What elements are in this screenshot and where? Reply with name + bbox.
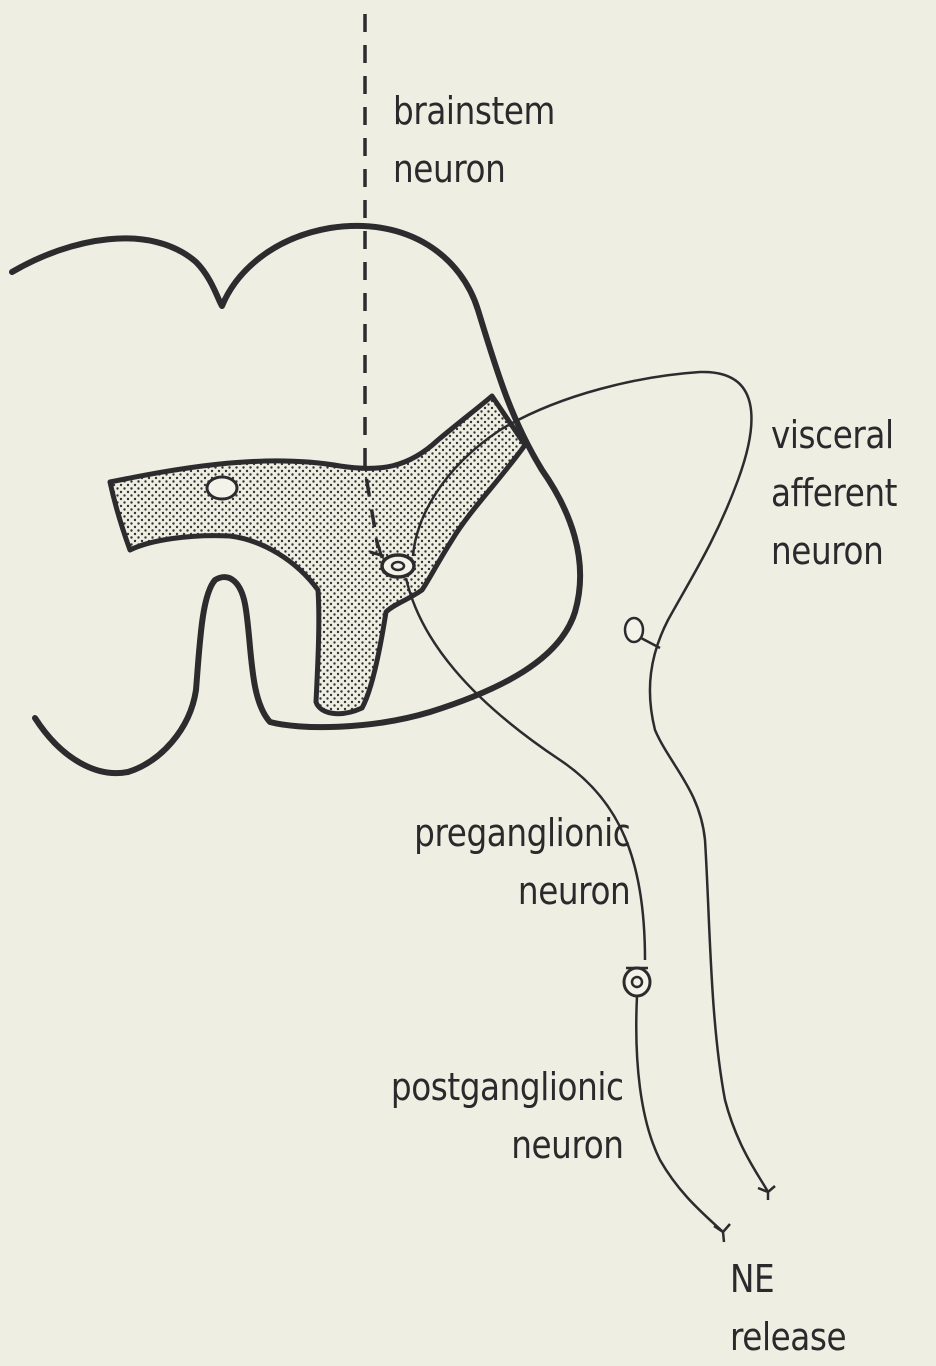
- visceral-afferent-cell-body: [625, 618, 643, 642]
- label-line: NE: [730, 1250, 846, 1308]
- preganglionic-cell-body: [382, 555, 414, 577]
- postganglionic-fiber: [636, 996, 723, 1232]
- label-line: afferent: [771, 464, 897, 522]
- label-line: postganglionic: [391, 1058, 624, 1116]
- ne-release-label: NE release: [730, 1250, 846, 1366]
- label-line: visceral: [771, 406, 897, 464]
- label-line: neuron: [393, 140, 555, 198]
- label-line: neuron: [414, 862, 630, 920]
- label-line: brainstem: [393, 82, 555, 140]
- postganglionic-neuron-label: postganglionic neuron: [391, 1058, 624, 1174]
- label-line: neuron: [771, 522, 897, 580]
- visceral-afferent-neuron-label: visceral afferent neuron: [771, 406, 897, 580]
- postganglionic-terminal: [714, 1224, 730, 1242]
- central-canal: [207, 477, 237, 499]
- grey-matter: [110, 396, 525, 714]
- label-line: neuron: [391, 1116, 624, 1174]
- label-line: release: [730, 1308, 846, 1366]
- brainstem-neuron-label: brainstem neuron: [393, 82, 555, 198]
- postganglionic-cell-body: [624, 968, 650, 996]
- preganglionic-neuron-label: preganglionic neuron: [414, 804, 630, 920]
- label-line: preganglionic: [414, 804, 630, 862]
